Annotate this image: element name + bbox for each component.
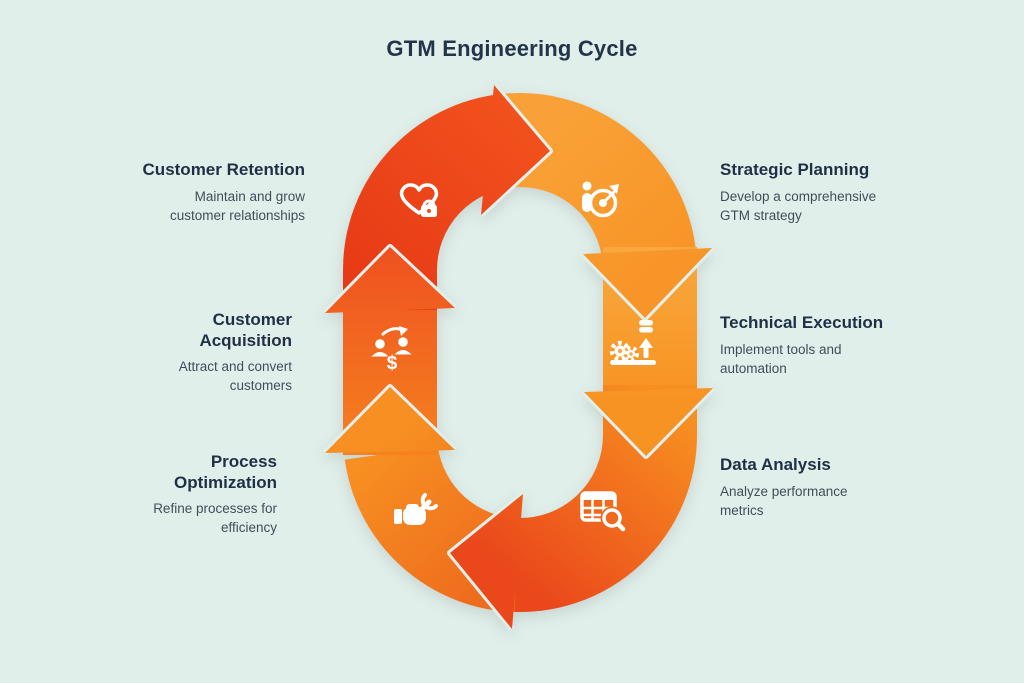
stage-title: Data Analysis (720, 455, 831, 474)
stage-description: Maintain and grow customer relationships (169, 188, 305, 223)
arrowhead-left-upper (322, 244, 458, 316)
stage-technical-execution: Technical Execution Implement tools and … (720, 313, 890, 379)
person-target-icon (582, 181, 619, 218)
arrowhead-left-lower (322, 384, 458, 456)
arrowhead-bottom (447, 491, 525, 631)
dollar-glyph: $ (387, 353, 398, 374)
stage-customer-retention: Customer Retention Maintain and grow cus… (140, 160, 305, 226)
stage-strategic-planning: Strategic Planning Develop a comprehensi… (720, 160, 890, 226)
stage-description: Attract and convert customers (178, 359, 292, 394)
stage-title: Technical Execution (720, 313, 884, 332)
stage-description: Develop a comprehensive GTM strategy (720, 188, 877, 223)
stage-title: Customer Retention (142, 160, 305, 179)
stage-customer-acquisition: Customer Acquisition Attract and convert… (140, 310, 292, 396)
arrowhead-right-lower (581, 385, 716, 459)
stage-description: Analyze performance metrics (720, 483, 848, 518)
stage-description: Implement tools and automation (720, 341, 842, 376)
page-title: GTM Engineering Cycle (386, 36, 638, 61)
stage-data-analysis: Data Analysis Analyze performance metric… (720, 455, 890, 521)
stage-title: Strategic Planning (720, 160, 870, 179)
stage-title: Process Optimization (174, 452, 277, 492)
table-magnifier-icon (580, 491, 626, 532)
stage-process-optimization: Process Optimization Refine processes fo… (127, 452, 277, 538)
stage-description: Refine processes for efficiency (153, 501, 277, 536)
people-exchange-dollar-icon: $ (371, 326, 412, 374)
stage-title: Customer Acquisition (199, 310, 292, 350)
arrowhead-right-upper (580, 245, 715, 321)
heart-lock-icon (399, 183, 439, 217)
hand-wrench-icon (394, 493, 438, 525)
arrowhead-top (478, 83, 553, 218)
gears-automation-icon (609, 320, 656, 365)
